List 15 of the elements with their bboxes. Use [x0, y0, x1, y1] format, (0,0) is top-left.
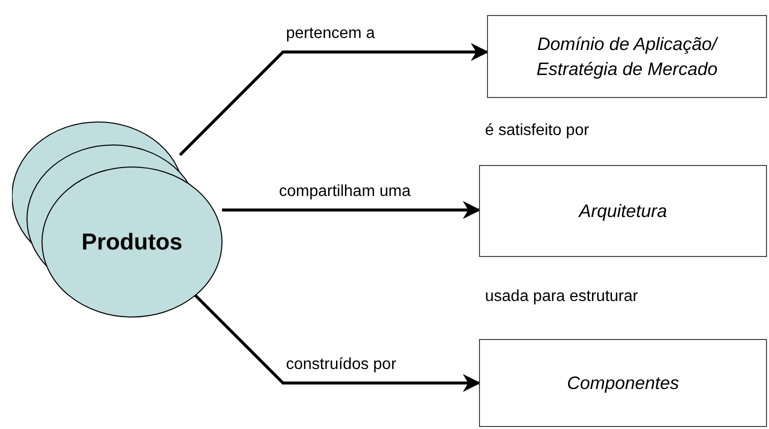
arrow [194, 294, 481, 392]
relation-label: é satisfeito por [485, 122, 590, 140]
node-title: Produtos [82, 228, 182, 256]
edge-label: construídos por [285, 356, 398, 374]
arrow [178, 43, 489, 156]
edge-label: pertencem a [285, 25, 376, 43]
process-box [487, 15, 767, 98]
box-label: Domínio de Aplicação/ Estratégia de Mercado [535, 33, 720, 81]
box-label: Componentes [566, 372, 680, 395]
box-label: Arquitetura [577, 200, 668, 223]
process-box [479, 165, 767, 257]
edge-label: compartilham uma [278, 183, 412, 201]
process-box [479, 339, 767, 427]
relation-label: usada para estruturar [485, 288, 638, 306]
arrow [222, 201, 481, 219]
